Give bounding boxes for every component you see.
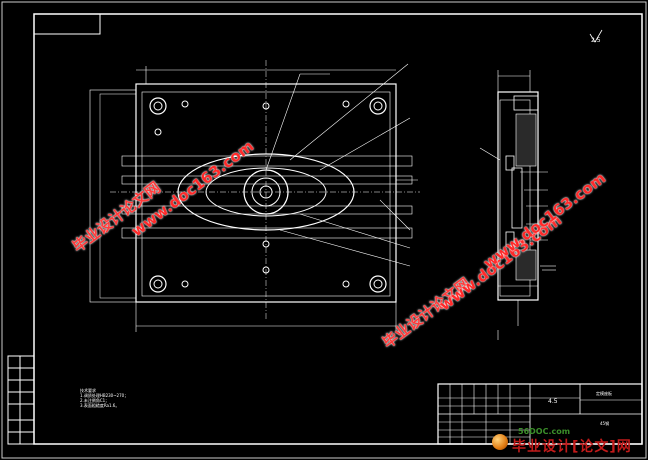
notes-line-2: 2.未注倒角C1；	[80, 398, 110, 403]
drawing-frame	[33, 13, 643, 445]
notes-line-3: 3.表面粗糙度Ra1.6。	[80, 403, 120, 408]
side-view-section	[479, 70, 556, 340]
logo-brand: 毕业设计[论文]网	[512, 439, 632, 455]
logo-site: 56DOC.com	[518, 427, 571, 436]
title-block-name: 定模座板	[596, 390, 612, 396]
notes-line-1: 1.调质处理HB230~270；	[80, 393, 129, 398]
title-block-value: 4.5	[548, 398, 558, 405]
globe-icon	[492, 434, 508, 450]
site-logo: 56DOC.com 毕业设计[论文]网	[488, 427, 638, 455]
corner-label-box	[34, 14, 101, 35]
notes-heading: 技术要求	[80, 388, 96, 393]
roughness-symbol	[589, 29, 603, 43]
scale-mark: 2.5	[591, 37, 601, 44]
title-block-material: 45钢	[600, 420, 609, 426]
title-block	[437, 383, 643, 445]
technical-notes: 技术要求 1.调质处理HB230~270； 2.未注倒角C1； 3.表面粗糙度R…	[80, 388, 128, 408]
left-revision-table	[7, 355, 35, 445]
front-view-plate	[89, 60, 420, 332]
